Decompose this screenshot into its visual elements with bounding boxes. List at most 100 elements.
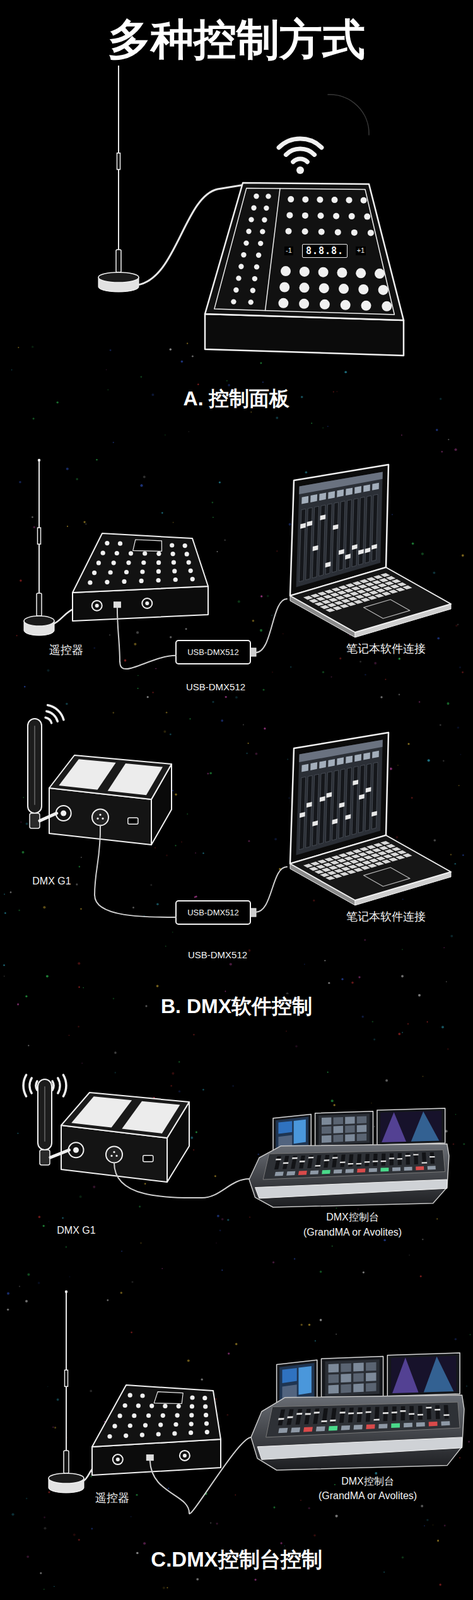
cable: [114, 1162, 202, 1199]
console-fader-knob: [314, 1412, 320, 1414]
sparkle-dot: [151, 393, 155, 397]
laptop-key: [379, 846, 390, 851]
ui-fader: [319, 773, 326, 845]
panel-button: [331, 196, 339, 204]
sparkle-dot: [454, 863, 457, 866]
light-beam: [381, 1112, 407, 1143]
console-fader-knob: [413, 1154, 419, 1156]
panel-button: [257, 240, 263, 246]
panel-button: [285, 228, 292, 235]
sparkle-dot: [46, 975, 49, 979]
sparkle-dot: [172, 932, 174, 934]
console-button: [278, 1428, 288, 1434]
console-fader-knob: [365, 1411, 372, 1414]
laptop-key: [319, 873, 330, 878]
remote-button: [140, 569, 145, 574]
sparkle-dot: [331, 1099, 334, 1103]
sparkle-dot: [165, 946, 167, 948]
console-button: [345, 1169, 354, 1174]
antenna-coil: [36, 593, 42, 617]
wifi-arc: [35, 1081, 38, 1091]
ui-fader: [312, 506, 319, 579]
panel-button: [340, 300, 351, 311]
sparkle-dot: [42, 1225, 45, 1228]
ui-fader: [351, 766, 359, 836]
device-label: 遥控器: [93, 1492, 131, 1507]
laptop-key: [360, 865, 371, 870]
console-monitor: [315, 1111, 374, 1149]
sparkle-dot: [322, 671, 325, 674]
sparkle-dot: [25, 995, 28, 998]
sparkle-dot: [191, 355, 194, 358]
sparkle-dot: [450, 935, 453, 938]
remote-button: [149, 1404, 154, 1409]
laptop-key: [322, 594, 333, 599]
console-fader-knob: [425, 1407, 432, 1410]
cable-connector: [119, 655, 176, 670]
sparkle-dot: [225, 696, 228, 699]
remote-button: [128, 1424, 133, 1429]
sparkle-dot: [190, 1137, 193, 1140]
sparkle-dot: [192, 1149, 195, 1151]
laptop-key: [368, 858, 380, 863]
sparkle-dot: [288, 523, 292, 526]
laptop-key: [372, 580, 383, 584]
console-fader: [435, 1405, 441, 1420]
device-label: (GrandMA or Avolites): [302, 1226, 403, 1239]
laptop-key: [355, 862, 366, 867]
laptop-key: [396, 850, 407, 855]
console-fader: [323, 1155, 330, 1168]
sparkle-dot: [245, 753, 248, 755]
laptop-key: [359, 847, 370, 852]
wifi-arc: [285, 148, 315, 155]
sparkle-dot: [136, 1552, 139, 1556]
sparkle-dot: [81, 1063, 83, 1065]
sparkle-dot: [300, 1324, 303, 1327]
sparkle-dot: [272, 1261, 275, 1264]
sparkle-dot: [373, 1038, 376, 1041]
antenna-connector: [39, 813, 57, 822]
sparkle-dot: [216, 1215, 220, 1218]
laptop-key: [341, 599, 352, 603]
ui-button: [327, 759, 335, 768]
console-button: [353, 1425, 363, 1431]
ui-button: [372, 751, 380, 759]
sparkle-dot: [467, 1441, 470, 1444]
sparkle-dot: [364, 674, 366, 676]
ui-fader: [298, 508, 306, 583]
panel-button: [261, 217, 267, 223]
device-node: 笔记本软件连接: [286, 461, 455, 663]
remote-port: [146, 1454, 154, 1462]
sparkle-dot: [235, 696, 238, 699]
ui-button: [301, 496, 309, 505]
sparkle-dot: [215, 1243, 217, 1244]
sparkle-dot: [330, 676, 332, 678]
remote-button: [204, 1422, 209, 1427]
sparkle-dot: [130, 1516, 132, 1519]
cable-connector: [255, 867, 287, 913]
sparkle-dot: [247, 840, 250, 843]
laptop-key: [349, 592, 360, 596]
console-fader: [330, 1408, 337, 1425]
laptop-key: [385, 844, 397, 849]
sparkle-dot: [146, 696, 149, 699]
laptop-key: [339, 604, 350, 608]
panel-button: [346, 196, 353, 204]
sparkle-dot: [169, 636, 172, 639]
sparkle-dot: [195, 1132, 198, 1134]
panel-button: [351, 229, 358, 236]
wifi-arc: [58, 1078, 60, 1094]
sparkle-dot: [114, 1072, 117, 1074]
remote-top: [72, 533, 209, 593]
ui-button: [345, 488, 353, 496]
laptop-key: [309, 599, 320, 603]
sparkle-dot: [31, 516, 34, 519]
sparkle-dot: [237, 600, 241, 603]
ui-fader: [332, 502, 339, 573]
panel-button: [280, 266, 291, 277]
console-fader-knob: [348, 1412, 354, 1415]
ui-fader-knob: [352, 780, 359, 786]
sparkle-dot: [11, 369, 13, 371]
panel-button: [338, 283, 349, 294]
ui-fader: [365, 763, 372, 832]
